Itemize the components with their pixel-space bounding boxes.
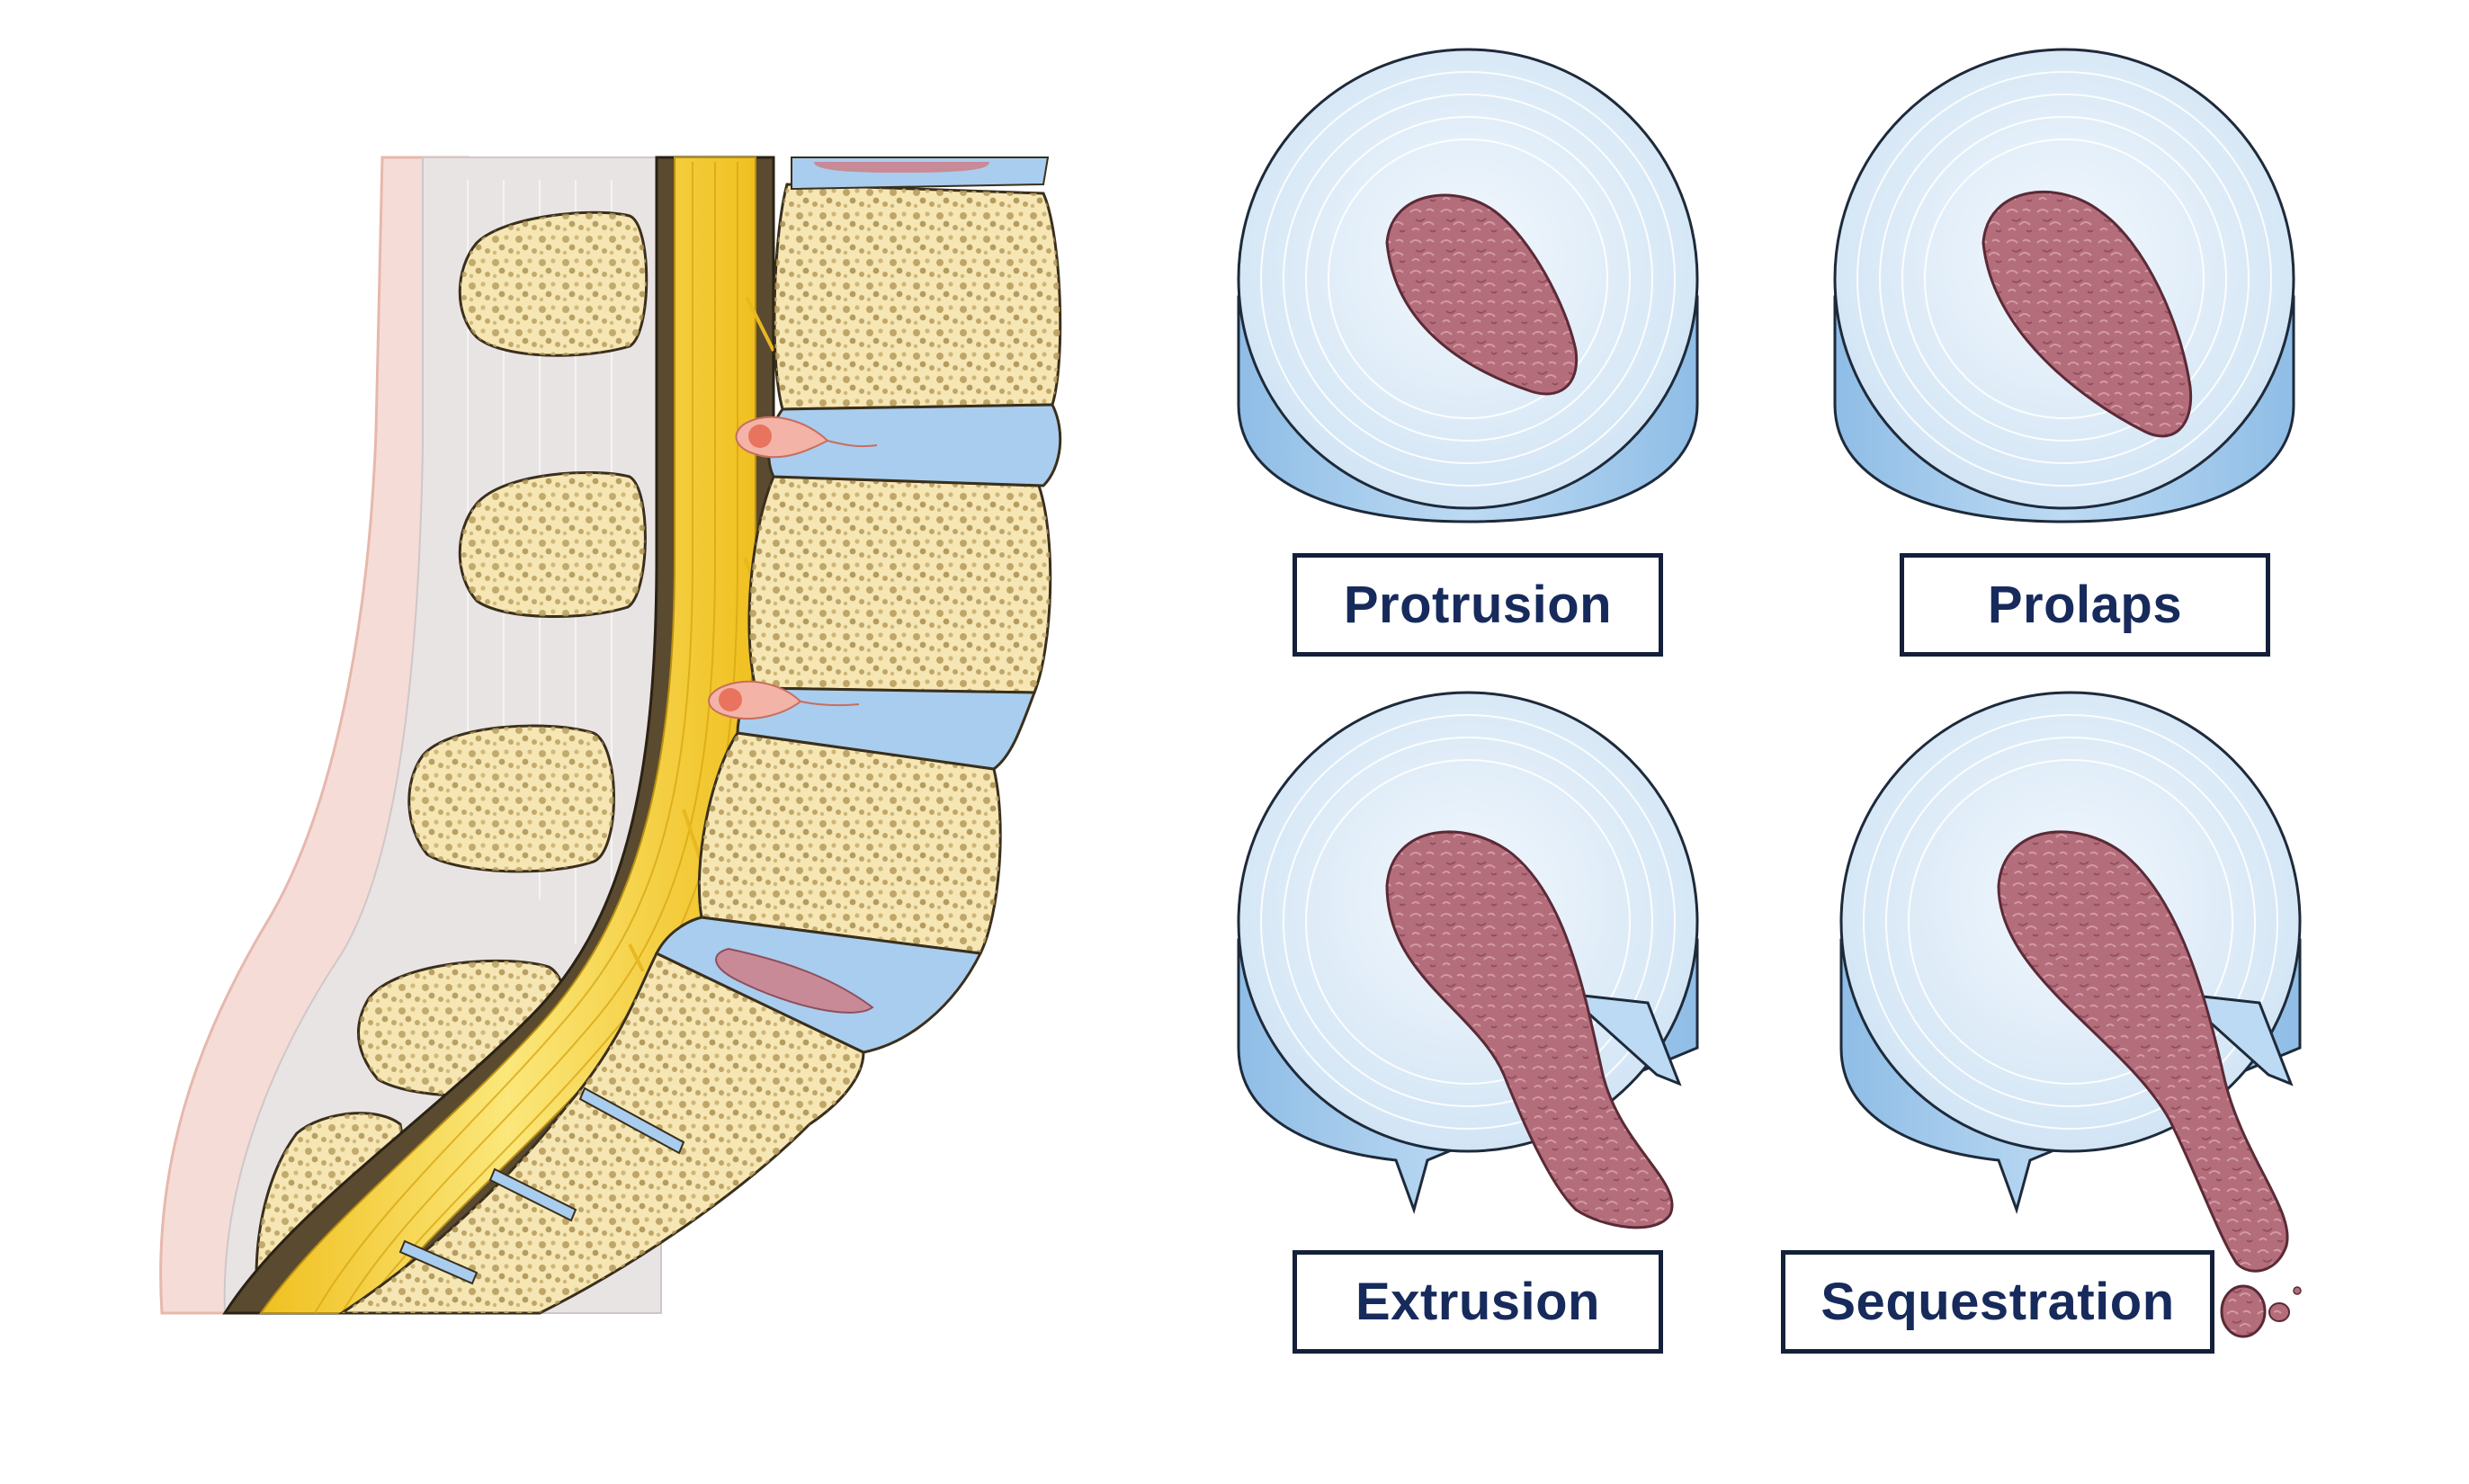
nucleus-extrusion — [1385, 830, 1674, 1229]
sequestered-fragment-tiny — [2293, 1286, 2302, 1295]
label-prolaps-text: Prolaps — [1987, 576, 2183, 634]
label-sequestration-text: Sequestration — [1820, 1273, 2175, 1331]
sequestered-fragment-small — [2268, 1302, 2290, 1322]
sequestered-fragment-large — [2220, 1284, 2267, 1338]
nucleus-prolaps — [1981, 190, 2193, 438]
disc-sequestration — [1839, 691, 2302, 1338]
label-protrusion: Protrusion — [1293, 553, 1663, 657]
label-sequestration: Sequestration — [1781, 1250, 2214, 1354]
herniation-lower — [708, 680, 860, 720]
label-prolaps: Prolaps — [1900, 553, 2270, 657]
disc-prolaps — [1833, 48, 2295, 523]
disc-protrusion — [1237, 48, 1699, 523]
spine-section — [159, 156, 1062, 1315]
label-extrusion-text: Extrusion — [1355, 1273, 1600, 1331]
herniation-upper — [735, 416, 878, 459]
nucleus-sequestration — [1997, 830, 2289, 1273]
label-extrusion: Extrusion — [1293, 1250, 1663, 1354]
label-protrusion-text: Protrusion — [1343, 576, 1613, 634]
disc-extrusion — [1237, 691, 1699, 1229]
intervertebral-discs — [654, 156, 1062, 1054]
nucleus-protrusion — [1385, 193, 1579, 396]
vertebral-bodies — [337, 183, 1062, 1315]
